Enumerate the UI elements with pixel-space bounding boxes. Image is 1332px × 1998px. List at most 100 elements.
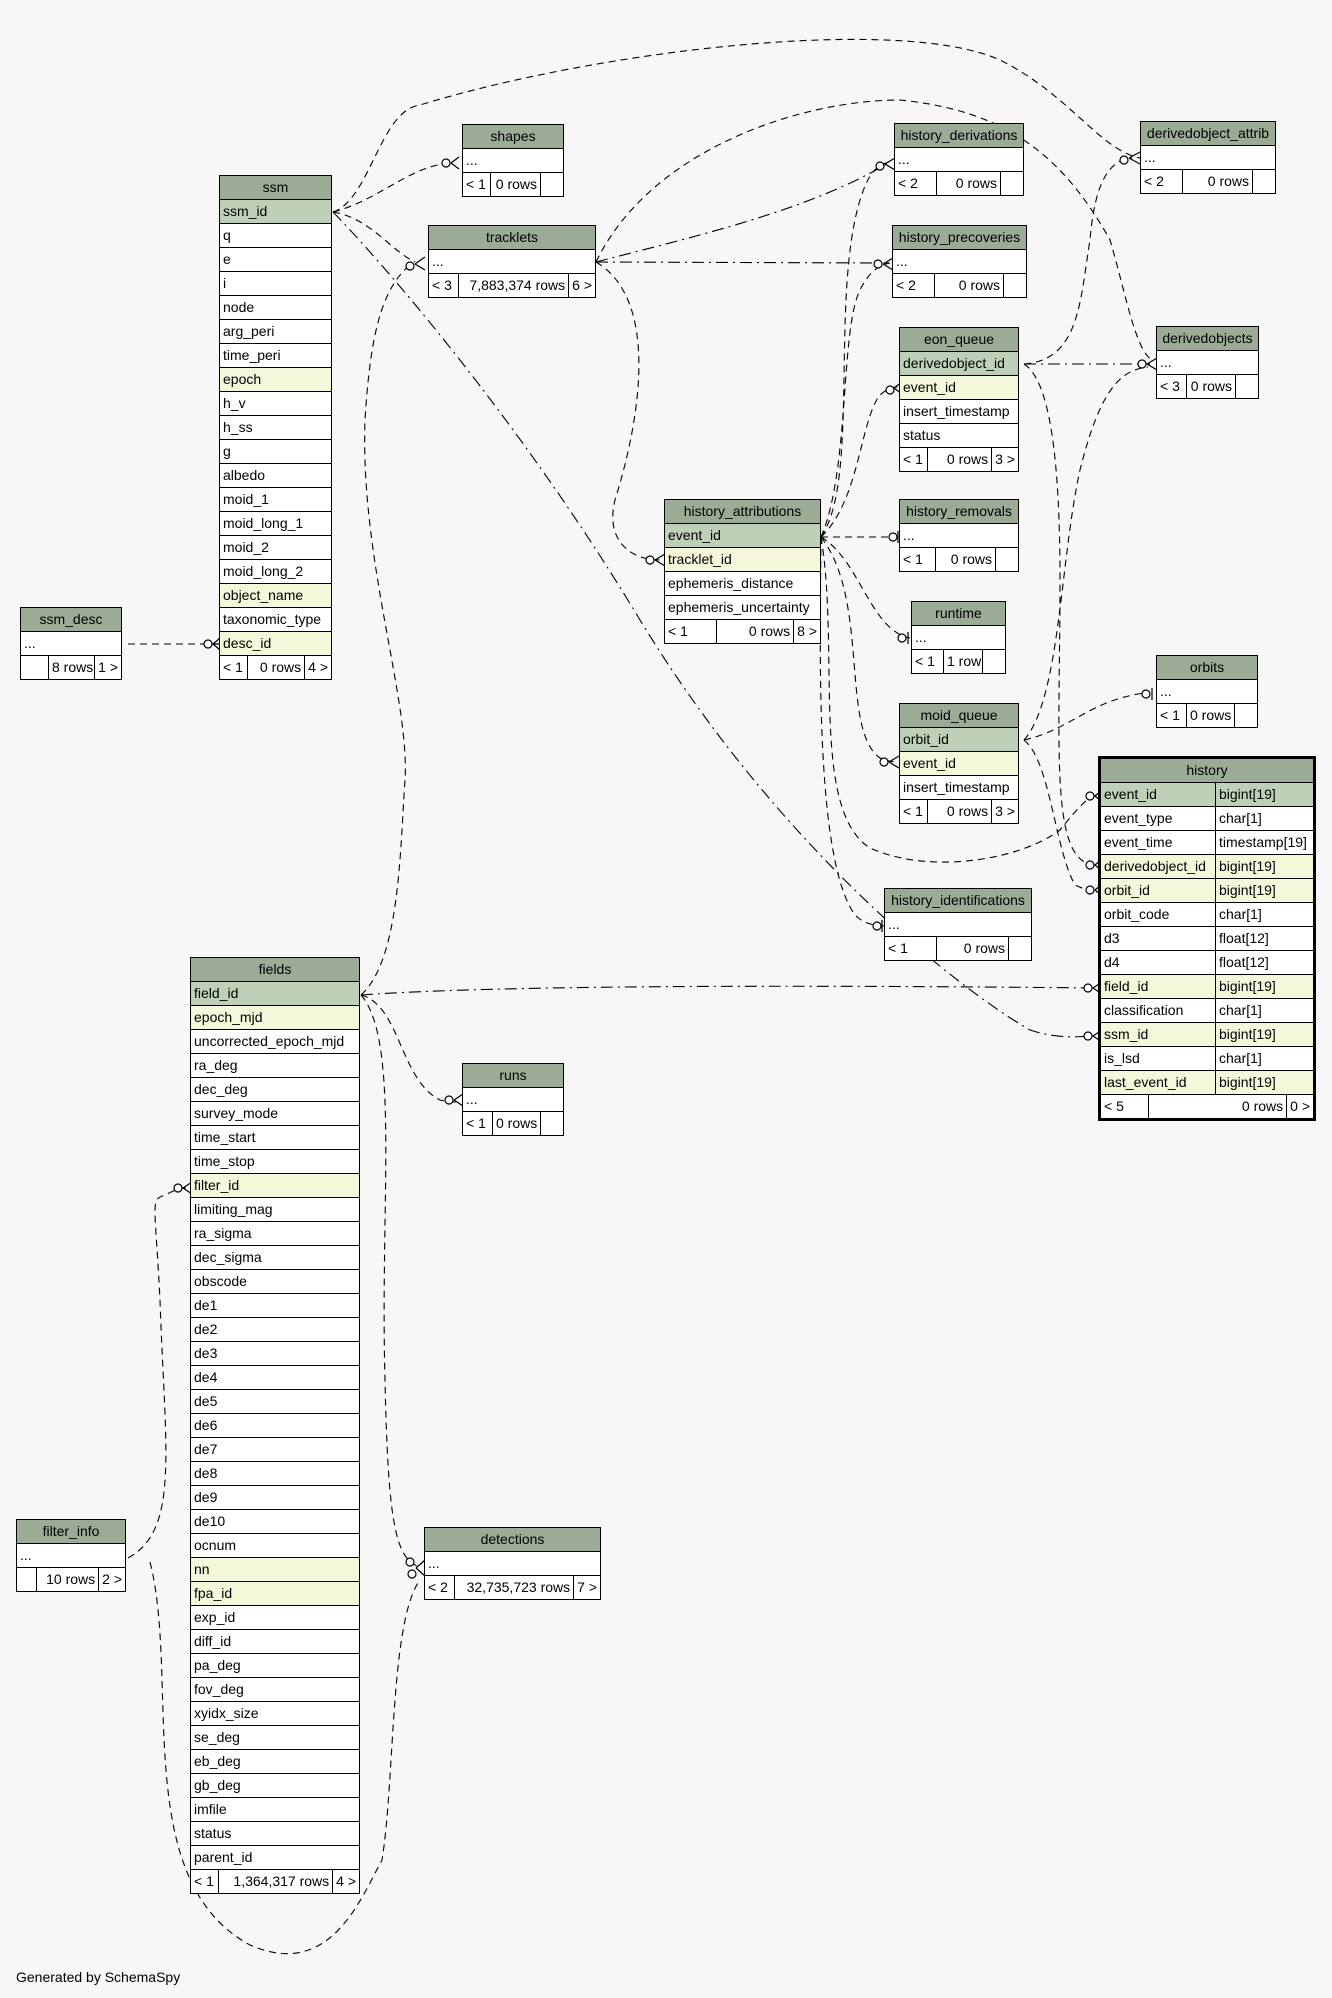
column-row[interactable]: exp_id [191,1606,359,1630]
parent-count[interactable]: < 2 [895,172,937,195]
column-row[interactable]: moid_long_2 [220,560,331,584]
column-row[interactable]: de6 [191,1414,359,1438]
column-row[interactable]: de3 [191,1342,359,1366]
column-row[interactable]: epoch [220,368,331,392]
column-row[interactable]: status [900,424,1018,448]
table-title[interactable]: history_removals [900,500,1018,524]
parent-count[interactable]: < 3 [429,274,459,297]
parent-count[interactable]: < 1 [220,656,248,679]
child-count[interactable] [1009,937,1031,960]
column-row[interactable]: pa_deg [191,1654,359,1678]
column-row[interactable]: uncorrected_epoch_mjd [191,1030,359,1054]
table-title[interactable]: history_derivations [895,124,1023,148]
column-row[interactable]: ... [900,524,1018,548]
column-row[interactable]: ... [1157,351,1258,375]
parent-count[interactable]: < 1 [463,1112,493,1135]
parent-count[interactable]: < 1 [665,620,717,643]
table-title[interactable]: ssm [220,176,331,200]
column-row[interactable]: de8 [191,1462,359,1486]
table-title[interactable]: history_precoveries [893,226,1026,250]
column-row[interactable]: eb_deg [191,1750,359,1774]
column-row[interactable]: tracklet_id [665,548,820,572]
child-count[interactable] [541,173,563,196]
column-row[interactable]: dec_sigma [191,1246,359,1270]
column-row[interactable]: i [220,272,331,296]
parent-count[interactable]: < 2 [425,1576,455,1599]
table-title[interactable]: orbits [1157,656,1257,680]
column-row[interactable]: albedo [220,464,331,488]
parent-count[interactable]: < 5 [1101,1095,1149,1118]
parent-count[interactable]: < 1 [191,1870,219,1893]
parent-count[interactable]: < 1 [1157,704,1187,727]
column-row[interactable]: ... [893,250,1026,274]
child-count[interactable] [996,548,1018,571]
column-row[interactable]: de9 [191,1486,359,1510]
table-title[interactable]: runtime [912,602,1005,626]
column-row[interactable]: ocnum [191,1534,359,1558]
column-row[interactable]: parent_id [191,1846,359,1870]
child-count[interactable]: 4 > [308,659,328,675]
child-count[interactable] [1235,704,1257,727]
child-count[interactable]: 4 > [336,1873,356,1889]
column-row[interactable]: ssm_id [220,200,331,224]
column-row[interactable]: de4 [191,1366,359,1390]
column-row[interactable]: nn [191,1558,359,1582]
column-row[interactable]: obscode [191,1270,359,1294]
parent-count[interactable]: < 1 [900,800,928,823]
parent-count[interactable]: < 3 [1157,375,1187,398]
column-row[interactable]: ... [21,632,121,656]
column-row[interactable]: de2 [191,1318,359,1342]
column-row[interactable]: event_id [900,752,1018,776]
child-count[interactable]: 0 > [1290,1098,1310,1114]
column-row[interactable]: dec_deg [191,1078,359,1102]
column-row[interactable]: ephemeris_distance [665,572,820,596]
table-title[interactable]: fields [191,958,359,982]
child-count[interactable] [541,1112,563,1135]
column-row[interactable]: ... [463,149,563,173]
child-count[interactable] [1236,375,1258,398]
column-row[interactable]: ... [429,250,595,274]
column-row[interactable]: time_start [191,1126,359,1150]
column-row[interactable]: moid_long_1 [220,512,331,536]
column-row[interactable]: q [220,224,331,248]
child-count[interactable]: 3 > [995,803,1015,819]
column-row[interactable]: ... [1141,146,1275,170]
table-title[interactable]: eon_queue [900,328,1018,352]
parent-count[interactable] [17,1568,37,1591]
column-row[interactable]: object_name [220,584,331,608]
column-row[interactable]: time_stop [191,1150,359,1174]
parent-count[interactable]: < 1 [900,448,928,471]
column-row[interactable]: de1 [191,1294,359,1318]
column-row[interactable]: insert_timestamp [900,400,1018,424]
column-row[interactable]: ... [912,626,1005,650]
table-title[interactable]: history_identifications [885,889,1031,913]
column-row[interactable]: ... [1157,680,1257,704]
column-row[interactable]: ra_sigma [191,1222,359,1246]
child-count[interactable] [983,650,1005,673]
column-row[interactable]: taxonomic_type [220,608,331,632]
column-row[interactable]: g [220,440,331,464]
child-count[interactable] [1001,172,1023,195]
parent-count[interactable]: < 1 [885,937,937,960]
column-row[interactable]: node [220,296,331,320]
